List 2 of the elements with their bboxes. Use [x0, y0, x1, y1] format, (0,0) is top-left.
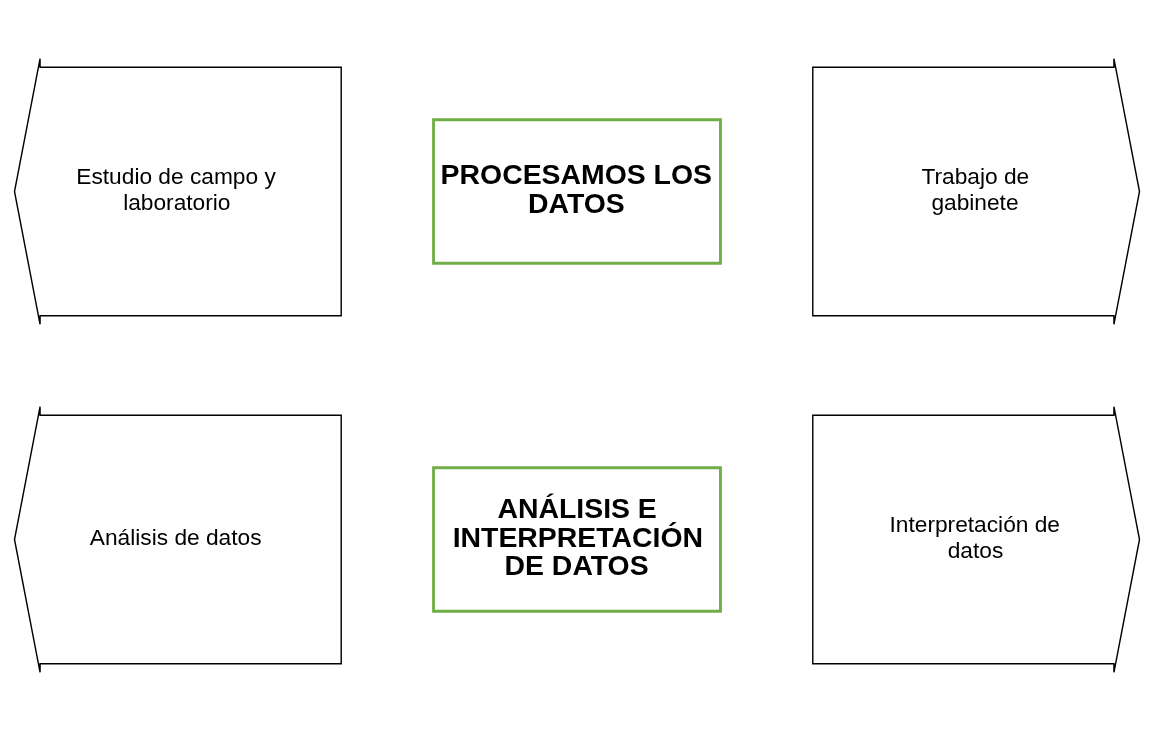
node-box: PROCESAMOS LOS DATOS [432, 117, 722, 265]
node-box: ANÁLISIS E INTERPRETACIÓN DE DATOS [432, 465, 722, 613]
